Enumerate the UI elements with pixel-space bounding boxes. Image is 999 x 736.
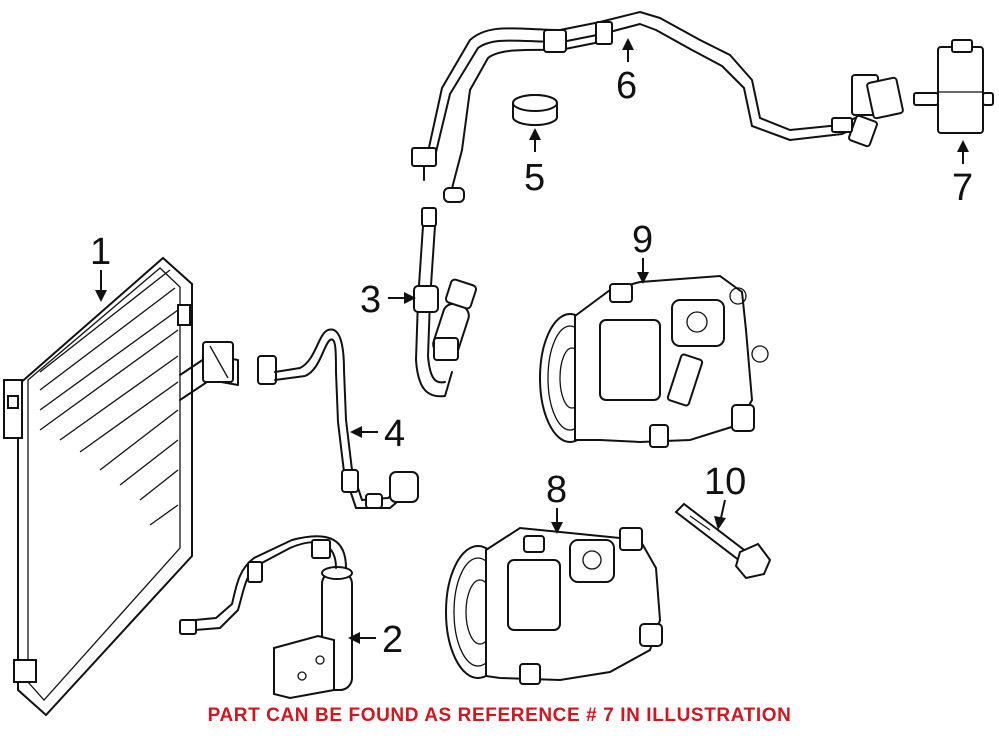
callout-label-8: 8 — [546, 469, 567, 511]
callout-5: 5 — [524, 128, 545, 199]
callout-7: 7 — [952, 140, 973, 209]
expansion-valve-part-7[interactable] — [913, 39, 994, 134]
callout-label-5: 5 — [524, 157, 545, 199]
callout-label-6: 6 — [616, 65, 637, 107]
callout-label-7: 7 — [952, 167, 973, 209]
compressor-part-9[interactable] — [539, 274, 769, 448]
seal-part-5[interactable] — [512, 94, 558, 126]
callout-9: 9 — [632, 219, 653, 284]
hose-part-4[interactable] — [257, 328, 419, 509]
compressor-part-8[interactable] — [445, 526, 663, 685]
callout-label-9: 9 — [632, 219, 653, 261]
callout-8: 8 — [546, 469, 567, 534]
callout-label-2: 2 — [382, 619, 403, 661]
callout-label-3: 3 — [360, 279, 381, 321]
callout-10: 10 — [704, 461, 746, 530]
callout-4: 4 — [350, 413, 405, 455]
hose-part-3[interactable] — [413, 207, 478, 398]
condenser-part-1[interactable] — [3, 256, 239, 717]
callout-1: 1 — [90, 231, 111, 302]
callout-label-10: 10 — [704, 461, 746, 503]
callout-2: 2 — [348, 619, 403, 661]
callout-label-4: 4 — [384, 413, 405, 455]
line-assembly-part-6[interactable] — [411, 11, 904, 203]
callout-label-1: 1 — [90, 231, 111, 273]
bolt-part-10[interactable] — [674, 502, 772, 580]
callout-6: 6 — [616, 38, 637, 107]
reference-note: PART CAN BE FOUND AS REFERENCE # 7 IN IL… — [207, 705, 792, 726]
receiver-drier-part-2[interactable] — [179, 535, 353, 700]
callout-3: 3 — [360, 279, 416, 321]
